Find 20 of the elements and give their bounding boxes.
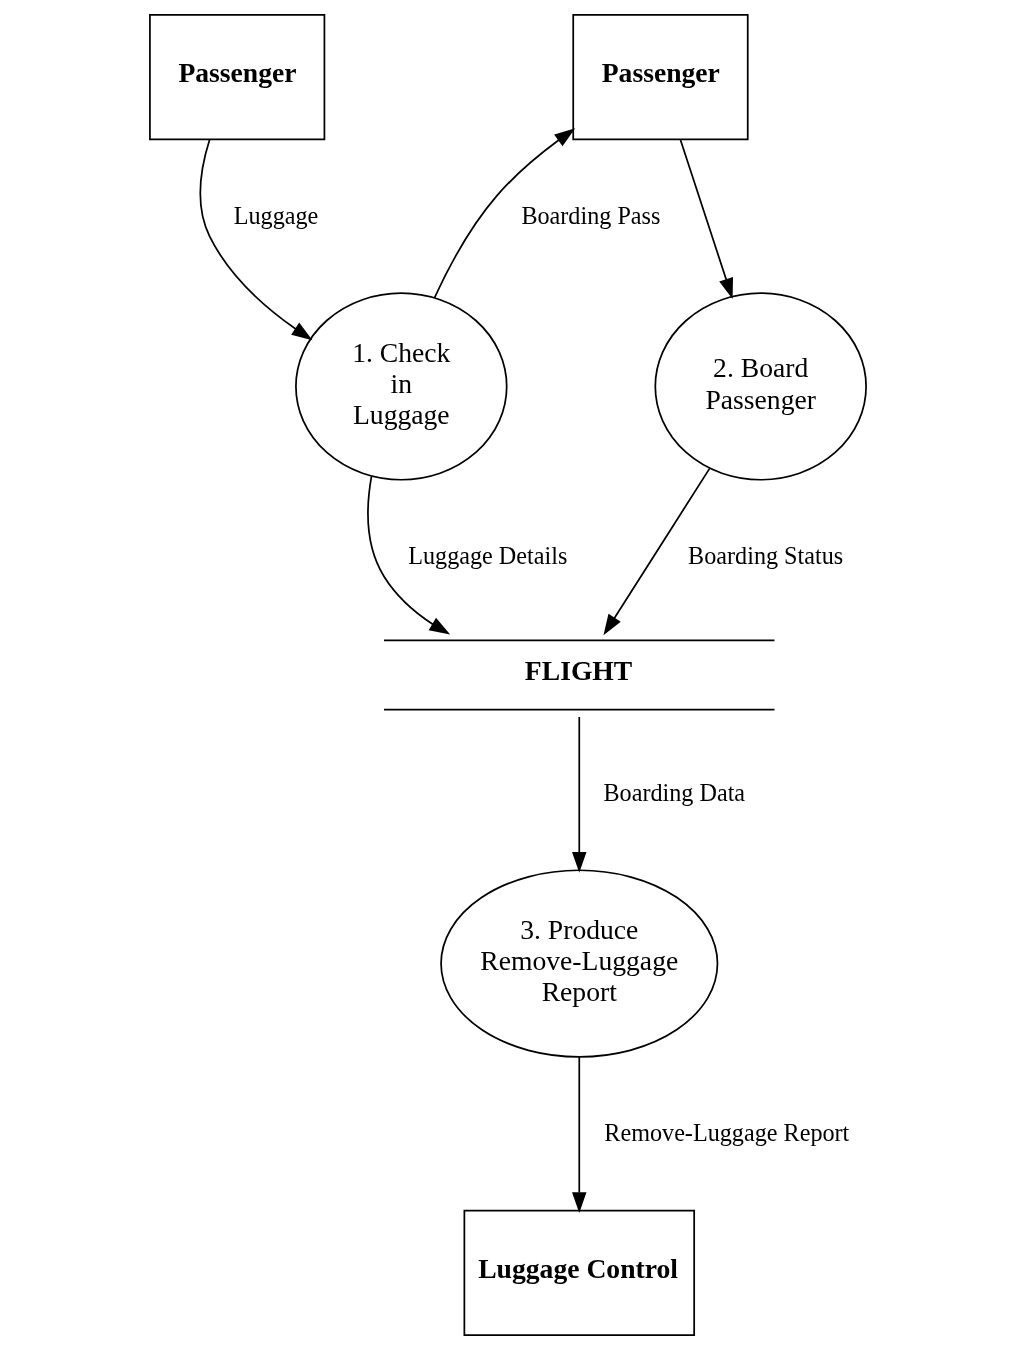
arrow (433, 128, 576, 299)
arrow (199, 138, 313, 341)
edge-label: Boarding Pass (521, 201, 661, 229)
arrow (603, 467, 711, 636)
arrow (572, 716, 587, 873)
node-box: Passenger (149, 14, 326, 141)
node-box: Luggage Control (463, 1209, 696, 1336)
arrow (679, 139, 733, 299)
edge-label: Luggage Details (408, 541, 568, 569)
node-text: FLIGHT (524, 654, 633, 686)
edge-label: Boarding Status (688, 541, 844, 569)
node-box: Passenger (572, 14, 749, 141)
arrow (367, 475, 451, 635)
node-ellipse: 2. Board Passenger (654, 292, 867, 481)
arrow (572, 1056, 587, 1213)
edge-label: Boarding Data (603, 778, 746, 806)
node-ellipse: 1. Check in Luggage (295, 292, 508, 481)
edge-label: Remove-Luggage Report (604, 1118, 850, 1146)
node-ellipse: 3. Produce Remove-Luggage Report (440, 869, 719, 1058)
edge-label: Luggage (233, 201, 319, 229)
